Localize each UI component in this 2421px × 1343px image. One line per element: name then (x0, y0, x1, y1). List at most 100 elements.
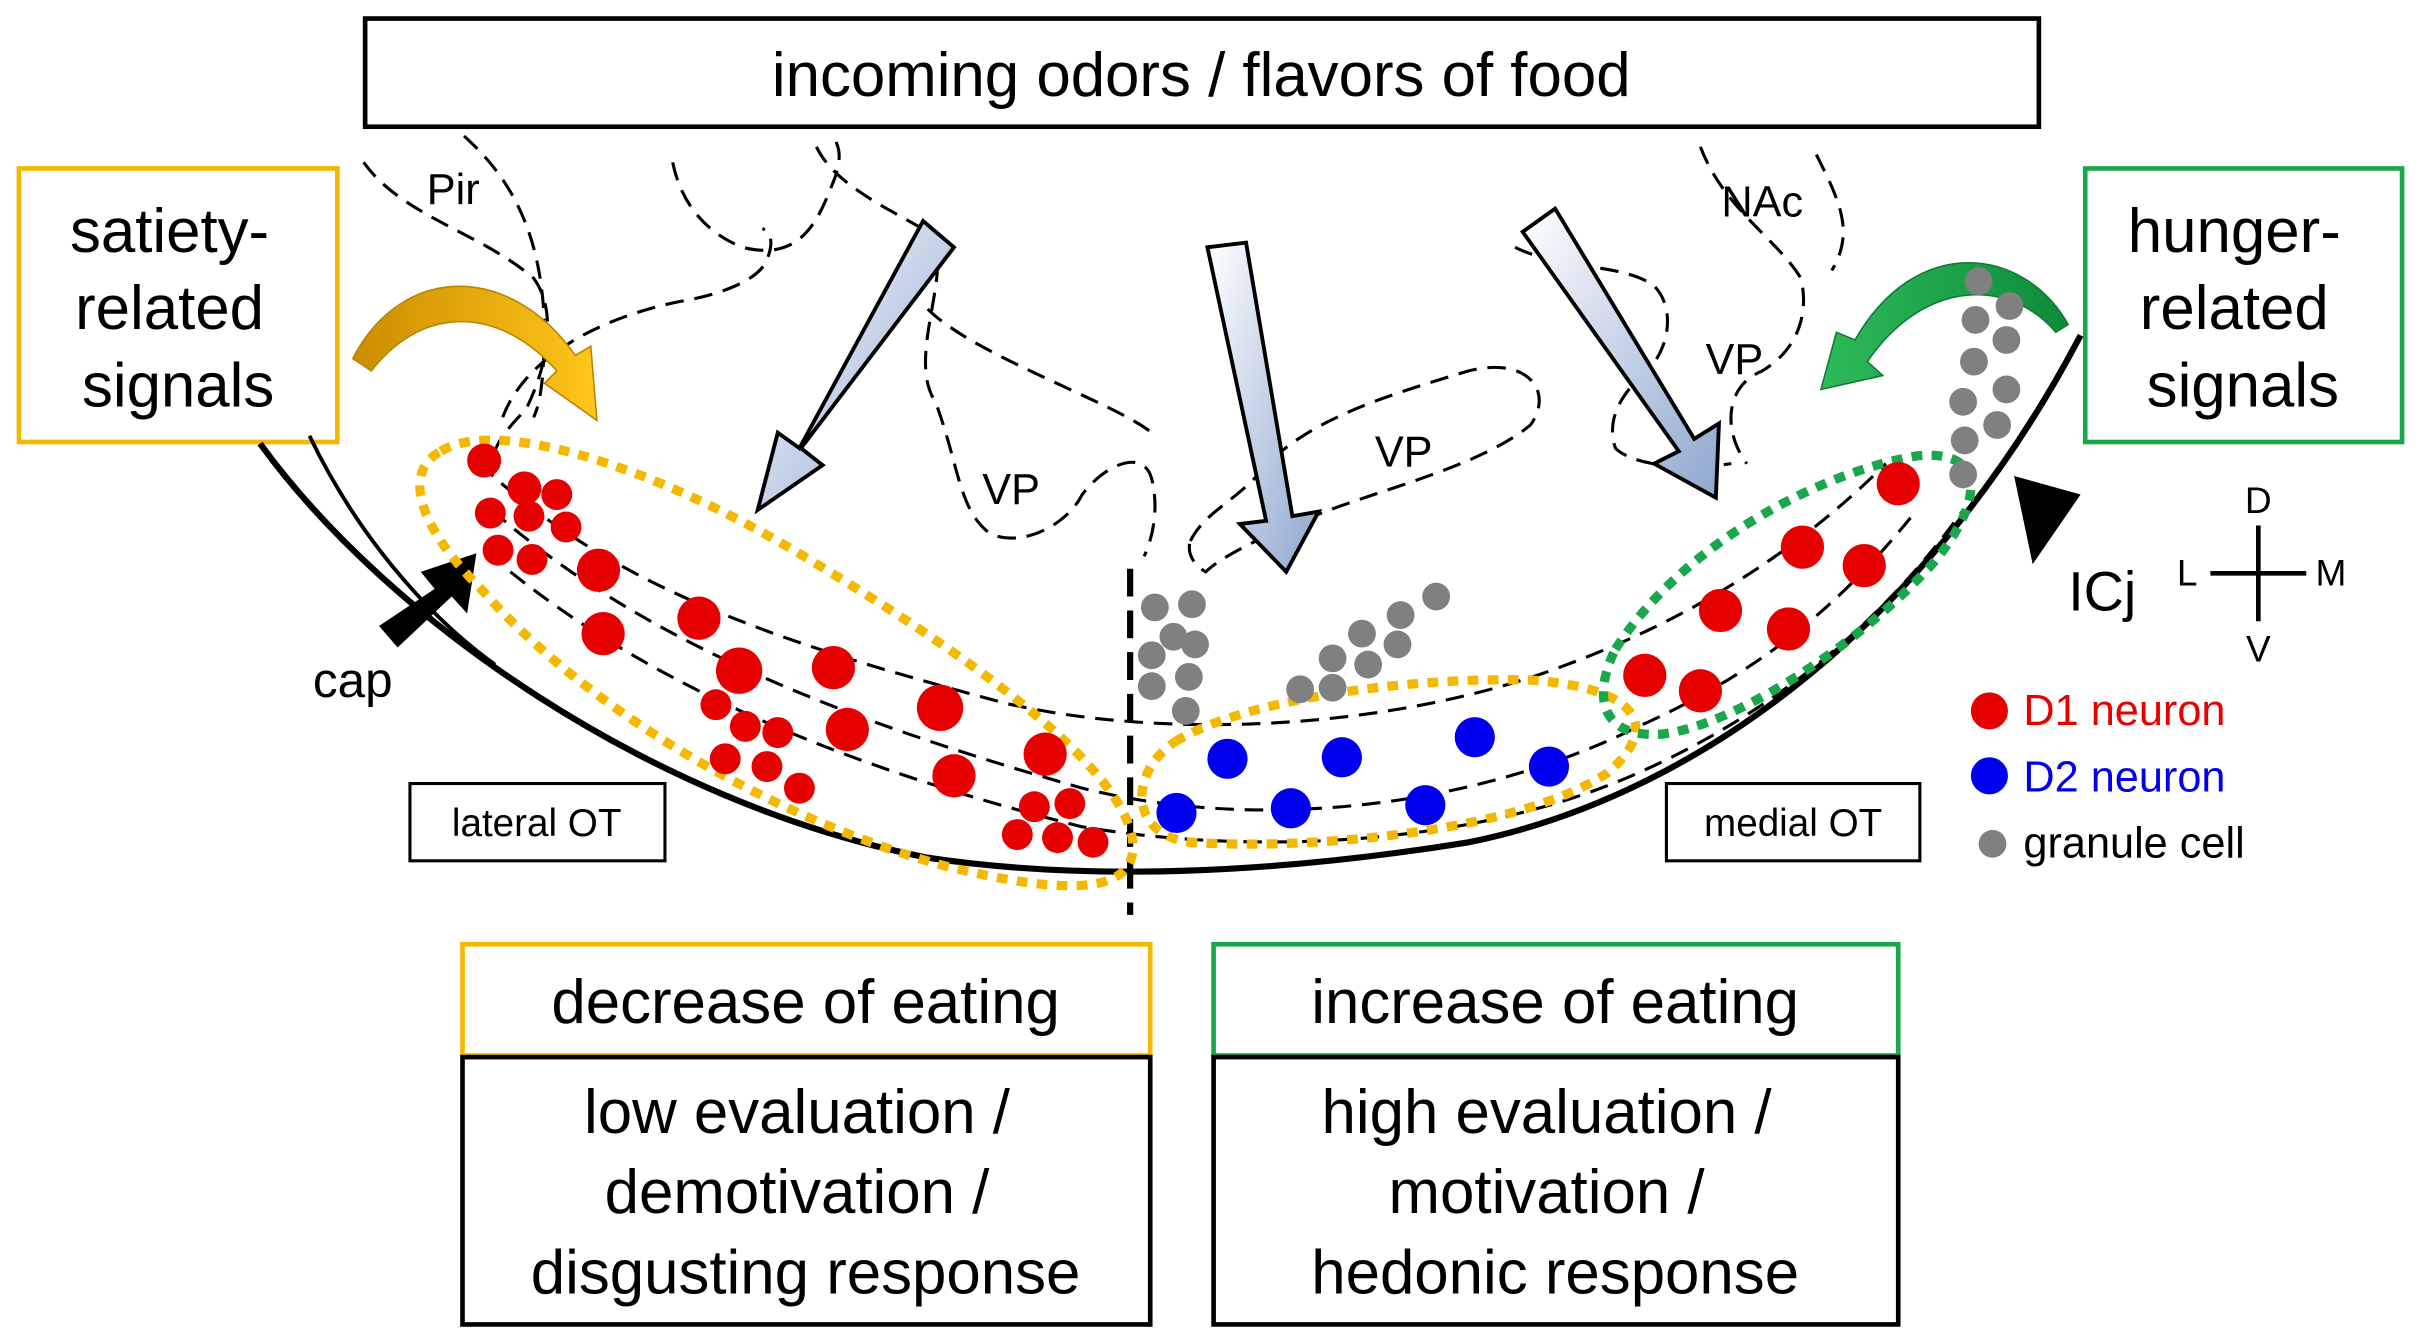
label-vp-mid: VP (1375, 429, 1433, 477)
granule-cell (1960, 347, 1988, 376)
decrease-body: low evaluation / demotivation / disgusti… (531, 1078, 1081, 1308)
lateral-ot-label: lateral OT (452, 802, 622, 845)
granule-cell (1354, 650, 1383, 679)
d1-neuron (1876, 462, 1920, 506)
d2-neuron (1156, 792, 1197, 833)
d1-neuron (1698, 588, 1743, 633)
decrease-panel: decrease of eating low evaluation / demo… (460, 941, 1153, 1327)
d1-neuron (507, 471, 542, 506)
increase-line2: motivation / (1389, 1158, 1706, 1227)
d1-neuron (811, 646, 856, 690)
increase-line3: hedonic response (1311, 1239, 1799, 1308)
top-box (362, 16, 2042, 130)
d1-neuron (576, 548, 621, 592)
d1-neuron (474, 497, 506, 529)
granule-cell (1949, 460, 1978, 489)
decrease-body-box (460, 1054, 1153, 1327)
increase-panel: increase of eating high evaluation / mot… (1211, 941, 1901, 1327)
increase-line1: high evaluation / (1322, 1078, 1773, 1147)
granule-cell (1174, 663, 1203, 691)
d1-neurons (467, 443, 1920, 858)
satiety-line2: related (75, 274, 264, 343)
decrease-title-box (460, 941, 1153, 1058)
granule-cell (1318, 673, 1347, 702)
d1-neuron (700, 689, 732, 721)
granule-cell (1178, 590, 1206, 619)
d2-neuron (1321, 737, 1362, 778)
central-ellipse (1137, 675, 1641, 849)
d1-neuron (1780, 525, 1825, 569)
d1-neuron (1042, 822, 1073, 854)
d1-neuron (783, 772, 815, 804)
granule-cell (1181, 630, 1209, 659)
axis-dorsal: D (2245, 479, 2272, 521)
granule-cell (1992, 326, 2021, 354)
medial-ot-box (1664, 782, 1922, 863)
granule-cell (1159, 622, 1188, 651)
incoming-arrow-right (1519, 205, 1722, 501)
d1-neuron (729, 710, 761, 742)
d1-neuron (1623, 653, 1667, 697)
d1-neuron (751, 751, 783, 782)
hunger-box-text: hunger- related signals (2128, 197, 2358, 421)
granule-cell (1348, 619, 1376, 648)
increase-title-box (1211, 941, 1901, 1058)
d1-neuron (1678, 669, 1723, 713)
axis-ventral: V (2246, 627, 2271, 669)
label-vp-left: VP (982, 466, 1040, 514)
granule-cell (1318, 644, 1347, 673)
medial-ellipse (1598, 450, 1976, 739)
satiety-curved-arrow (351, 285, 598, 422)
granule-cell (1961, 306, 1990, 334)
d2-neuron (1454, 717, 1495, 758)
granule-cell (1992, 375, 2021, 404)
label-pir: Pir (427, 166, 480, 214)
d1-neuron (762, 717, 794, 748)
hunger-curved-arrow (1819, 261, 2070, 391)
d2-neuron (1207, 738, 1248, 779)
satiety-box (16, 166, 340, 445)
brain-outline-inner (307, 434, 497, 667)
granule-cell (1995, 292, 2024, 320)
d2-neuron (1270, 788, 1311, 829)
d1-neuron (1018, 791, 1050, 823)
label-icj: ICj (2068, 560, 2136, 622)
d1-neuron (467, 443, 502, 478)
orientation-compass: D V L M (2177, 479, 2346, 669)
hunger-line3: signals (2147, 351, 2339, 420)
increase-title: increase of eating (1311, 968, 1799, 1037)
satiety-line3: signals (82, 351, 274, 420)
d1-neuron (916, 684, 964, 731)
top-box-text: incoming odors / flavors of food (772, 41, 1631, 110)
lateral-ellipse (415, 435, 1138, 891)
legend-d1-swatch (1970, 692, 2008, 730)
legend-granule-swatch (1978, 829, 2007, 858)
incoming-arrow-left (754, 217, 957, 515)
d1-neuron (550, 511, 582, 543)
label-cap: cap (313, 653, 393, 708)
d1-neuron (1077, 826, 1109, 858)
legend-d1-label: D1 neuron (2023, 687, 2225, 735)
incoming-arrows (754, 205, 1722, 576)
d1-neuron (541, 479, 573, 510)
legend-d2-swatch (1970, 757, 2008, 795)
satiety-line1: satiety- (70, 197, 269, 266)
domain-ellipses (415, 435, 1976, 891)
label-vp-right: VP (1706, 336, 1764, 384)
granule-cell (1949, 387, 1978, 416)
d1-neuron (1001, 819, 1033, 850)
legend: D1 neuron D2 neuron granule cell (1970, 687, 2245, 868)
d1-neuron (482, 534, 514, 566)
granule-cells (1137, 267, 2024, 725)
d1-neuron (513, 500, 545, 532)
d1-neuron (1766, 607, 1811, 651)
granule-cell (1137, 672, 1166, 701)
decrease-line3: disgusting response (531, 1239, 1081, 1308)
decrease-line2: demotivation / (605, 1158, 991, 1227)
d2-neurons (1156, 717, 1570, 833)
d2-neuron (1405, 785, 1446, 826)
hunger-line1: hunger- (2128, 197, 2341, 266)
granule-cell (1140, 593, 1169, 622)
granule-cell (1422, 582, 1451, 611)
d1-neuron (1842, 544, 1886, 588)
